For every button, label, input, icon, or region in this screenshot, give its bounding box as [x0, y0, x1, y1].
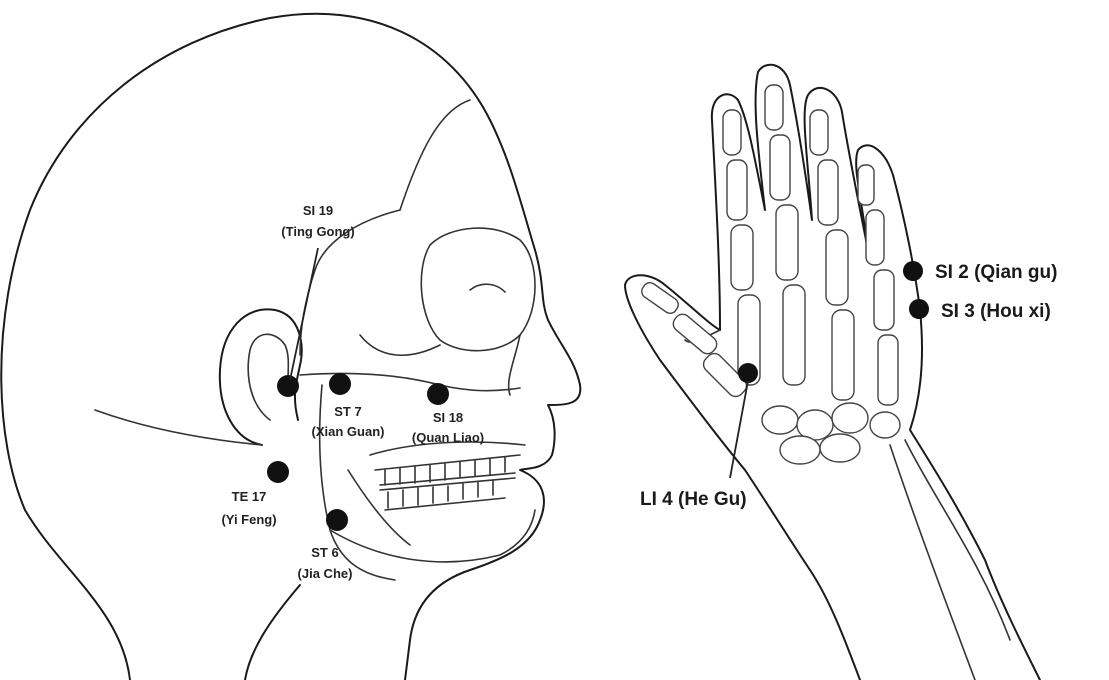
point-st7[interactable] [329, 373, 351, 395]
point-te17[interactable] [267, 461, 289, 483]
label-st7-name: (Xian Guan) [312, 424, 385, 439]
label-te17-name: (Yi Feng) [221, 512, 276, 527]
label-si19-name: (Ting Gong) [281, 224, 354, 239]
label-st6-name: (Jia Che) [298, 566, 353, 581]
label-te17-code: TE 17 [232, 489, 267, 504]
brow-ridge [400, 100, 470, 210]
head-illustration [1, 14, 580, 680]
point-st6[interactable] [326, 509, 348, 531]
forearm-line-2 [905, 440, 1010, 640]
mandible-body [330, 510, 535, 562]
label-li4: LI 4 (He Gu) [640, 489, 747, 510]
cheek-bone [360, 335, 440, 355]
eye-lid [470, 284, 505, 292]
label-st7-code: ST 7 [334, 404, 361, 419]
skull-base-line [95, 410, 262, 445]
head-outline [1, 14, 580, 680]
label-si18-name: (Quan Liao) [412, 430, 484, 445]
point-si18[interactable] [427, 383, 449, 405]
label-si2: SI 2 (Qian gu) [935, 262, 1057, 283]
finger-bones [639, 85, 900, 464]
label-st6-code: ST 6 [311, 545, 338, 560]
eye-orbit [421, 228, 535, 351]
point-si3[interactable] [909, 299, 929, 319]
point-si19[interactable] [277, 375, 299, 397]
upper-teeth [375, 455, 520, 485]
label-si18-code: SI 18 [433, 410, 463, 425]
point-li4[interactable] [738, 363, 758, 383]
nasal-line [509, 335, 520, 395]
forearm-line [890, 445, 975, 680]
label-si19-code: SI 19 [303, 203, 333, 218]
point-si2[interactable] [903, 261, 923, 281]
label-si3: SI 3 (Hou xi) [941, 301, 1051, 322]
hand-illustration [625, 65, 1040, 680]
leader-si19 [290, 248, 318, 380]
neck-line [245, 585, 300, 680]
